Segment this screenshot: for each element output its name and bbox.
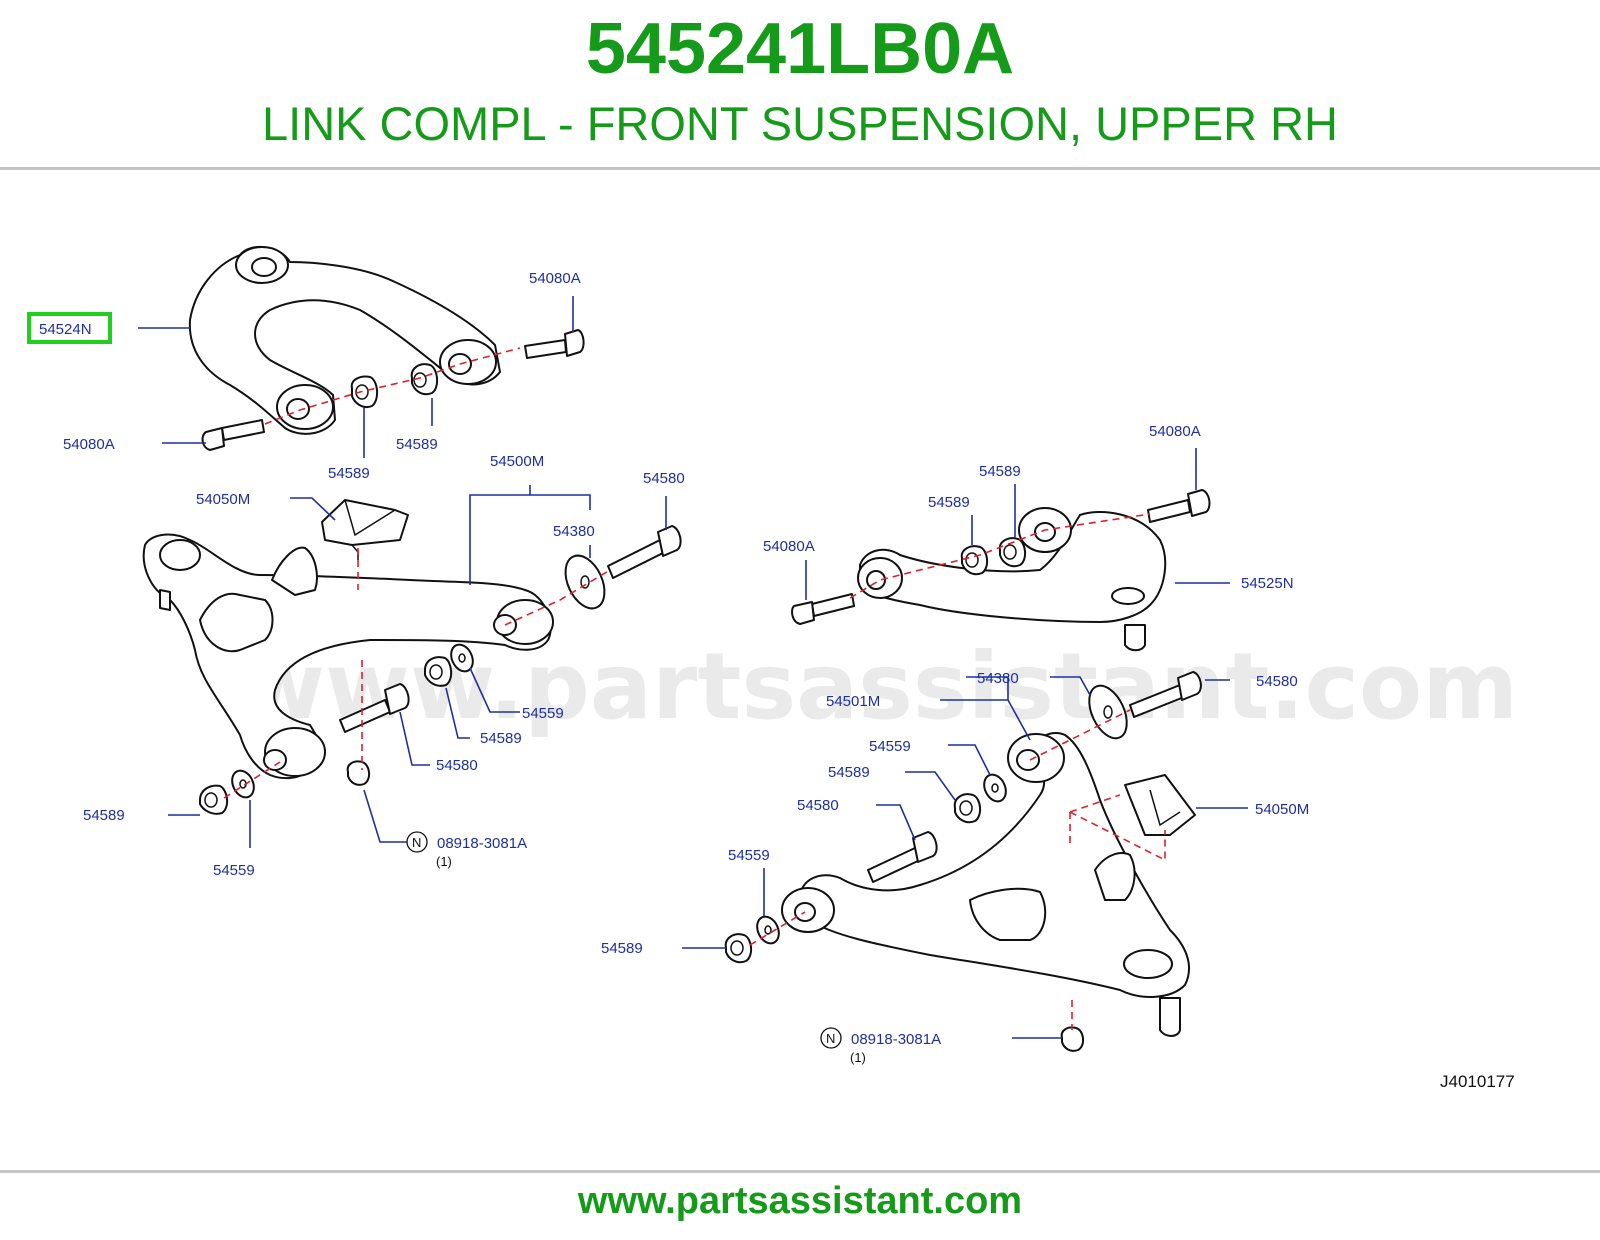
diagram-id: J4010177 <box>1440 1072 1515 1091</box>
left-washer-bottom[interactable] <box>228 767 258 801</box>
callout-right-54589-left[interactable]: 54589 <box>928 494 970 511</box>
left-nut-symbol-letter: N <box>412 835 421 850</box>
left-bumper[interactable] <box>321 499 409 560</box>
callout-left-54559-bottom[interactable]: 54559 <box>213 862 255 879</box>
watermark-text: www.partsassistant.com <box>240 633 1518 740</box>
callout-right-54559[interactable]: 54559 <box>869 738 911 755</box>
right-nut-bottom[interactable] <box>724 933 752 964</box>
left-nut-right[interactable] <box>410 363 438 396</box>
callout-left-54589-lower[interactable]: 54589 <box>480 730 522 747</box>
part-number-title: 545241LB0A <box>585 9 1015 89</box>
callout-right-54580-top[interactable]: 54580 <box>1256 673 1298 690</box>
callout-54524N[interactable]: 54524N <box>39 321 92 338</box>
callout-left-54589-mid[interactable]: 54589 <box>328 465 370 482</box>
right-washer-bottom[interactable] <box>753 913 783 947</box>
callout-left-54050M[interactable]: 54050M <box>196 491 250 508</box>
left-washer-small[interactable] <box>447 641 477 675</box>
header-divider <box>0 167 1600 170</box>
callout-left-54559[interactable]: 54559 <box>522 705 564 722</box>
left-lower-axis-right <box>504 569 611 626</box>
right-nut-top[interactable] <box>998 537 1026 568</box>
callout-right-08918-3081A[interactable]: 08918-3081A <box>851 1031 941 1048</box>
right-nut-special[interactable] <box>1060 1026 1084 1052</box>
left-nut-lower[interactable] <box>424 656 453 687</box>
right-upper-arm[interactable] <box>857 507 1167 652</box>
leader-lines <box>138 296 1248 1039</box>
right-nut-left[interactable] <box>960 545 988 576</box>
left-lower-arm[interactable] <box>142 533 554 780</box>
footer-divider <box>0 1170 1600 1173</box>
left-nut-mid[interactable] <box>350 375 378 408</box>
left-bolt-long-upper[interactable] <box>607 525 682 579</box>
header: 545241LB0A LINK COMPL - FRONT SUSPENSION… <box>0 0 1600 168</box>
left-bolt-upper-left[interactable] <box>201 419 265 451</box>
left-washer-large[interactable] <box>558 549 612 614</box>
callout-right-54589-mid[interactable]: 54589 <box>828 764 870 781</box>
callout-right-54525N[interactable]: 54525N <box>1241 575 1294 592</box>
left-nut-symbol <box>406 831 428 853</box>
right-bolt-long-upper[interactable] <box>1129 671 1202 718</box>
right-nut-mid[interactable] <box>953 793 981 824</box>
right-bolt-long-lower[interactable] <box>867 831 938 883</box>
callout-right-54580-lower[interactable]: 54580 <box>797 797 839 814</box>
left-special-nut-qty: (1) <box>436 854 452 869</box>
right-bumper-axis <box>1069 794 1166 862</box>
right-nut-symbol-letter: N <box>826 1031 835 1046</box>
left-bolt-upper-right[interactable] <box>524 329 585 359</box>
footer-website-link[interactable]: www.partsassistant.com <box>577 1180 1023 1222</box>
left-bolt-long-lower[interactable] <box>339 683 410 733</box>
right-washer-small[interactable] <box>980 771 1010 805</box>
callout-left-08918-3081A[interactable]: 08918-3081A <box>437 835 527 852</box>
right-bolt-top[interactable] <box>1147 489 1211 523</box>
right-special-nut-qty: (1) <box>850 1050 866 1065</box>
callout-right-54380[interactable]: 54380 <box>977 670 1019 687</box>
callout-right-54501M[interactable]: 54501M <box>826 693 880 710</box>
part-description: LINK COMPL - FRONT SUSPENSION, UPPER RH <box>262 97 1338 150</box>
right-lower-axis-bottom <box>749 911 806 946</box>
callout-right-54080A-left[interactable]: 54080A <box>763 538 815 555</box>
callout-left-54589-right[interactable]: 54589 <box>396 436 438 453</box>
right-upper-axis <box>849 513 1151 599</box>
callout-right-54050M[interactable]: 54050M <box>1255 801 1309 818</box>
callout-right-54080A-top[interactable]: 54080A <box>1149 423 1201 440</box>
right-bumper[interactable] <box>1124 774 1196 836</box>
callout-right-54589-top[interactable]: 54589 <box>979 463 1021 480</box>
callout-left-54080A-left[interactable]: 54080A <box>63 436 115 453</box>
right-lower-arm[interactable] <box>781 732 1190 1037</box>
callout-left-54380[interactable]: 54380 <box>553 523 595 540</box>
callout-left-54589-bottom[interactable]: 54589 <box>83 807 125 824</box>
callout-right-54559-bottom[interactable]: 54559 <box>728 847 770 864</box>
left-nut-special[interactable] <box>346 760 370 786</box>
left-upper-arm[interactable] <box>188 245 501 435</box>
callout-left-54080A-top[interactable]: 54080A <box>529 270 581 287</box>
callout-left-54500M[interactable]: 54500M <box>490 453 544 470</box>
right-lower-axis-top <box>1029 709 1131 761</box>
callout-right-54589-bottom[interactable]: 54589 <box>601 940 643 957</box>
right-assembly <box>724 489 1211 1052</box>
left-nut-bottom[interactable] <box>199 784 228 815</box>
right-bolt-left[interactable] <box>791 593 855 625</box>
callout-left-54580-top[interactable]: 54580 <box>643 470 685 487</box>
callout-left-54580-lower[interactable]: 54580 <box>436 757 478 774</box>
right-nut-symbol <box>820 1027 842 1049</box>
highlight-box <box>27 312 112 344</box>
left-assembly <box>142 245 682 815</box>
